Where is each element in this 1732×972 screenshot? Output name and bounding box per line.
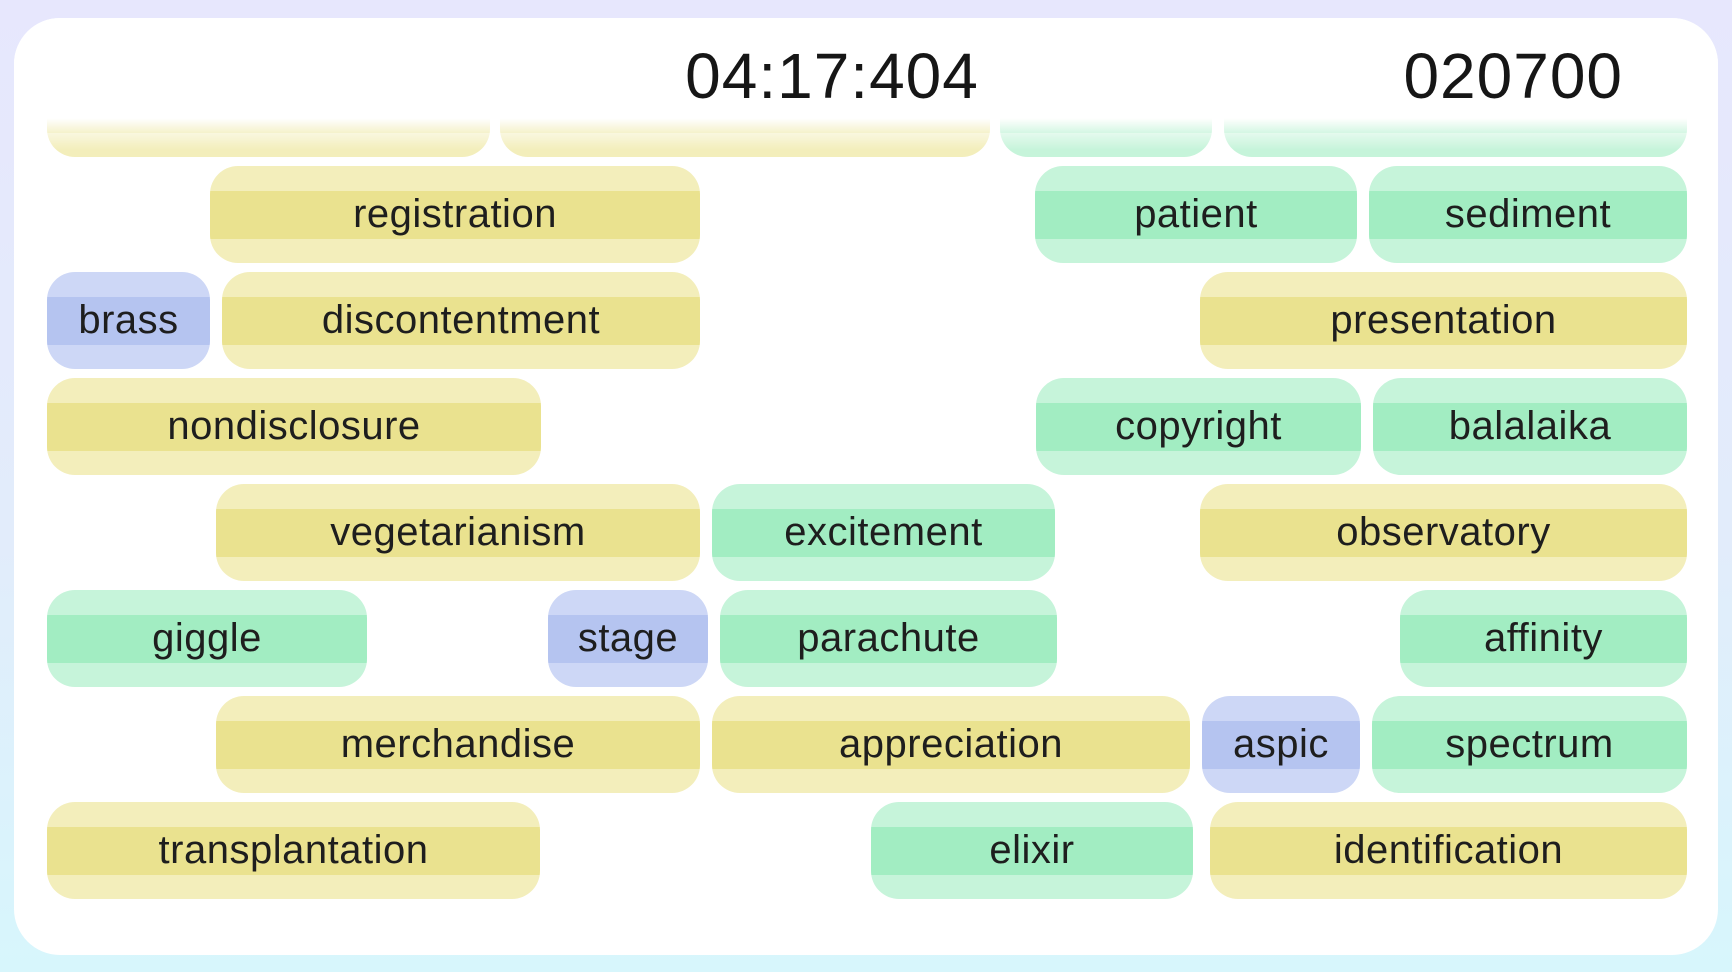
word-pill-spectrum[interactable]: spectrum xyxy=(1372,696,1687,793)
word-label: sediment xyxy=(1444,192,1612,236)
word-pill-appreciation[interactable]: appreciation xyxy=(712,696,1190,793)
word-label: spectrum xyxy=(1445,722,1614,766)
word-label: transplantation xyxy=(158,828,429,872)
word-label: vegetarianism xyxy=(330,510,586,554)
header: 04:17:404 020700 xyxy=(14,18,1718,138)
word-label: giggle xyxy=(152,616,262,660)
word-pill-aspic[interactable]: aspic xyxy=(1202,696,1360,793)
word-pill-stage[interactable]: stage xyxy=(548,590,708,687)
word-label: registration xyxy=(353,192,557,236)
word-label: presentation xyxy=(1330,298,1557,342)
word-label: stage xyxy=(577,616,679,660)
word-label: copyright xyxy=(1115,404,1282,448)
word-pill-excitement[interactable]: excitement xyxy=(712,484,1055,581)
word-pill-elixir[interactable]: elixir xyxy=(871,802,1193,899)
word-label: balalaika xyxy=(1448,404,1612,448)
word-pill-copyright[interactable]: copyright xyxy=(1036,378,1361,475)
word-pill-parachute[interactable]: parachute xyxy=(720,590,1057,687)
word-pill-nondisclosure[interactable]: nondisclosure xyxy=(47,378,541,475)
word-pill-merchandise[interactable]: merchandise xyxy=(216,696,700,793)
word-label: brass xyxy=(78,298,179,342)
word-pill-presentation[interactable]: presentation xyxy=(1200,272,1687,369)
game-card: registration patient sediment brass disconte… xyxy=(14,18,1718,955)
word-label: merchandise xyxy=(340,722,576,766)
word-pill-observatory[interactable]: observatory xyxy=(1200,484,1687,581)
word-label: excitement xyxy=(784,510,983,554)
word-pill-balalaika[interactable]: balalaika xyxy=(1373,378,1687,475)
word-pill-brass[interactable]: brass xyxy=(47,272,210,369)
word-label: aspic xyxy=(1233,722,1329,766)
word-pill-discontentment[interactable]: discontentment xyxy=(222,272,700,369)
score: 020700 xyxy=(1403,40,1623,112)
word-pill-identification[interactable]: identification xyxy=(1210,802,1687,899)
word-pill-giggle[interactable]: giggle xyxy=(47,590,367,687)
word-pill-sediment[interactable]: sediment xyxy=(1369,166,1687,263)
word-pill-registration[interactable]: registration xyxy=(210,166,700,263)
word-label: identification xyxy=(1333,828,1564,872)
word-pill-affinity[interactable]: affinity xyxy=(1400,590,1687,687)
word-pill-transplantation[interactable]: transplantation xyxy=(47,802,540,899)
word-label: patient xyxy=(1134,192,1258,236)
word-label: appreciation xyxy=(839,722,1063,766)
word-label: affinity xyxy=(1484,616,1603,660)
word-pill-patient[interactable]: patient xyxy=(1035,166,1357,263)
word-board: registration patient sediment brass disconte… xyxy=(14,18,1718,955)
word-label: nondisclosure xyxy=(167,404,421,448)
word-label: elixir xyxy=(989,828,1075,872)
word-label: observatory xyxy=(1336,510,1551,554)
word-label: parachute xyxy=(797,616,980,660)
word-label: discontentment xyxy=(321,298,601,342)
word-pill-vegetarianism[interactable]: vegetarianism xyxy=(216,484,700,581)
